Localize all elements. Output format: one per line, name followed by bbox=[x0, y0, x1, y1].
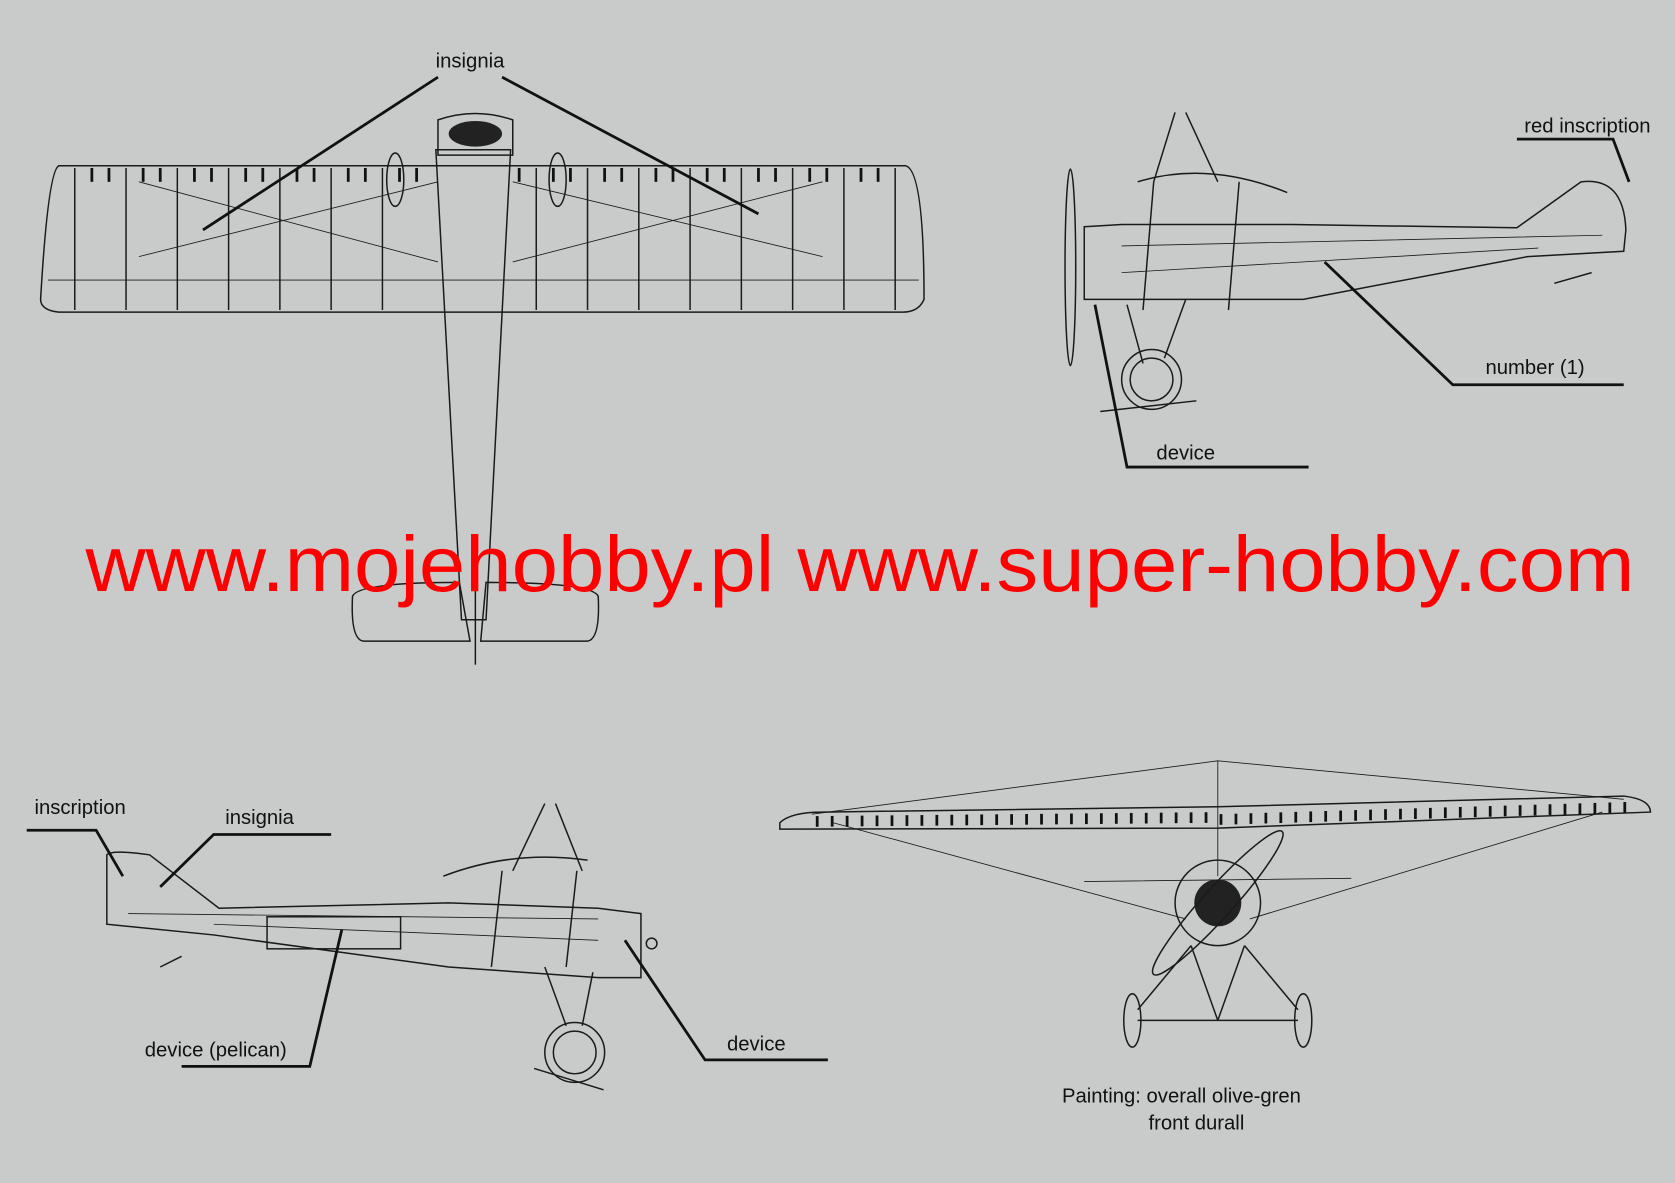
side-view-left-drawing bbox=[26, 803, 828, 1091]
insignia-label-left: insignia bbox=[225, 807, 294, 829]
painting-note-line1: Painting: overall olive-gren bbox=[1062, 1086, 1301, 1108]
inscription-label: inscription bbox=[34, 797, 125, 819]
painting-note-line2: front durall bbox=[1149, 1112, 1245, 1134]
insignia-label: insignia bbox=[436, 51, 505, 73]
device-label: device bbox=[1156, 443, 1215, 465]
red-inscription-label: red inscription bbox=[1524, 116, 1650, 138]
front-view-drawing bbox=[779, 760, 1652, 1048]
side-view-right-drawing bbox=[1064, 112, 1631, 469]
device-label-bottom: device bbox=[727, 1033, 786, 1055]
watermark-text: www.mojehobby.pl www.super-hobby.com bbox=[84, 519, 1634, 608]
number-label: number (1) bbox=[1485, 357, 1584, 379]
device-pelican-label: device (pelican) bbox=[145, 1040, 287, 1062]
top-view-drawing bbox=[39, 75, 925, 665]
